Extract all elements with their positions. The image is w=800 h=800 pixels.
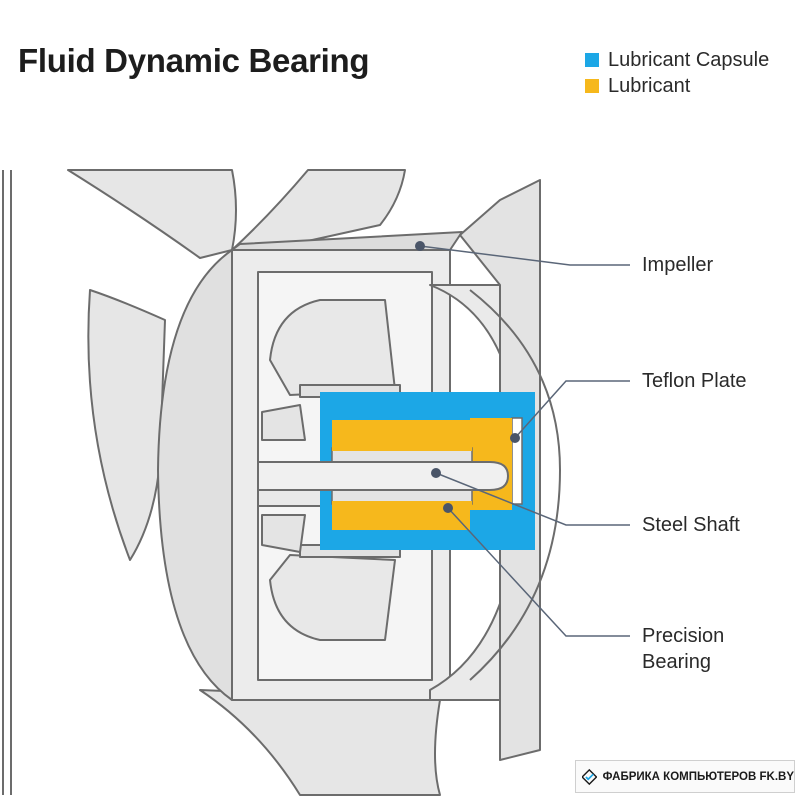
leader-line-steel-shaft bbox=[435, 472, 630, 526]
legend-item-lubricant: Lubricant bbox=[585, 73, 769, 99]
legend-item-lubricant-capsule: Lubricant Capsule bbox=[585, 47, 769, 73]
legend-swatch-lubricant-capsule bbox=[585, 53, 599, 67]
clip-upper bbox=[261, 404, 306, 441]
legend: Lubricant Capsule Lubricant bbox=[585, 47, 769, 99]
callout-impeller: Impeller bbox=[642, 254, 714, 276]
leader-dot-teflon-plate bbox=[510, 433, 520, 443]
callout-precision-bearing-line1: Precision bbox=[642, 625, 725, 647]
leader-dot-impeller bbox=[415, 241, 425, 251]
left-fan-blade bbox=[87, 289, 166, 561]
legend-label-lubricant-capsule: Lubricant Capsule bbox=[608, 48, 770, 71]
brand-logo: ФАБРИКА КОМПЬЮТЕРОВ FK.BY bbox=[575, 760, 795, 793]
leader-line-teflon-plate bbox=[514, 380, 630, 439]
upper-right-fan-blade bbox=[231, 169, 406, 253]
steel-shaft bbox=[257, 461, 510, 491]
coil-block-lower bbox=[269, 554, 396, 641]
upper-fan-blade bbox=[67, 169, 237, 259]
housing-arc bbox=[469, 289, 561, 681]
logo-icon bbox=[582, 768, 597, 785]
leader-line-precision-bearing bbox=[447, 507, 630, 637]
legend-swatch-lubricant bbox=[585, 79, 599, 93]
lower-fan-blade bbox=[199, 689, 441, 796]
legend-label-lubricant: Lubricant bbox=[608, 74, 691, 97]
leader-dot-steel-shaft bbox=[431, 468, 441, 478]
clip-lower bbox=[261, 514, 306, 553]
leader-dot-precision-bearing bbox=[443, 503, 453, 513]
coil-block-upper bbox=[269, 299, 396, 396]
callout-steel-shaft: Steel Shaft bbox=[642, 514, 740, 536]
callout-teflon-plate: Teflon Plate bbox=[642, 370, 747, 392]
callout-precision-bearing-line2: Bearing bbox=[642, 651, 711, 673]
page-title: Fluid Dynamic Bearing bbox=[18, 42, 370, 79]
leader-line-impeller bbox=[419, 245, 630, 266]
logo-text: ФАБРИКА КОМПЬЮТЕРОВ FK.BY bbox=[602, 770, 794, 783]
